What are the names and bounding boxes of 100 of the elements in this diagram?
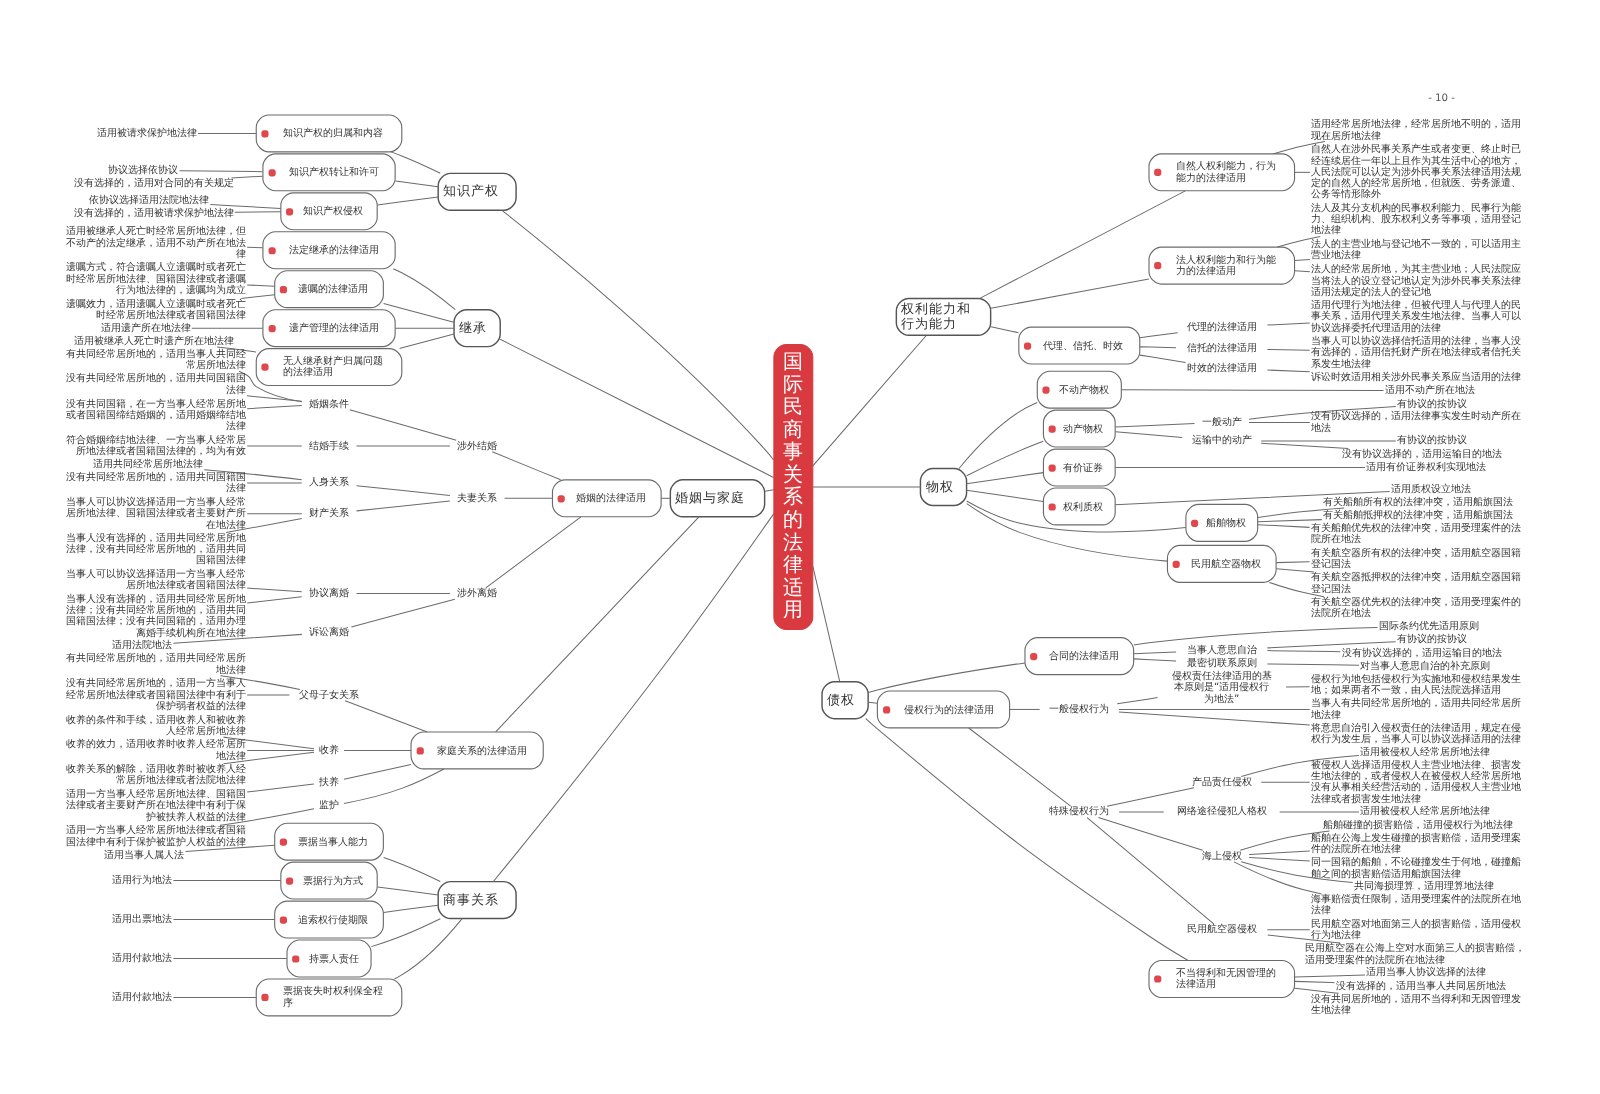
connector [172, 879, 282, 881]
connector [1086, 816, 1215, 924]
connector [392, 267, 456, 310]
connector [966, 499, 1187, 532]
connector [394, 179, 439, 187]
connector [383, 856, 441, 881]
connector [1275, 560, 1310, 563]
connector [1114, 466, 1366, 468]
connector [1139, 331, 1179, 338]
connector [1294, 269, 1311, 272]
connector [1260, 441, 1349, 449]
connector [179, 169, 264, 172]
connector [185, 843, 276, 851]
connector [1114, 430, 1183, 437]
connector [1239, 829, 1330, 850]
connector [246, 481, 303, 483]
connector [1285, 685, 1311, 687]
connector [394, 917, 463, 979]
connector [1118, 710, 1311, 725]
connector [1139, 353, 1187, 362]
connector [234, 210, 282, 212]
connector [1114, 422, 1195, 427]
connector [246, 595, 303, 603]
connector [172, 918, 275, 920]
connector [394, 326, 455, 328]
connector [1240, 754, 1360, 777]
connector [504, 496, 553, 498]
connector [966, 471, 1044, 484]
connector [660, 496, 671, 498]
connector [1133, 626, 1379, 645]
connector [1248, 856, 1311, 861]
connector [222, 750, 315, 764]
connector [1294, 257, 1311, 261]
connector [1294, 170, 1311, 172]
connector [343, 767, 445, 803]
connector [225, 517, 303, 533]
connector [230, 174, 264, 178]
connector [1260, 439, 1397, 441]
connector [501, 208, 775, 460]
connector [1233, 860, 1323, 894]
connector [1267, 933, 1341, 943]
connector [343, 763, 412, 779]
connector [1268, 580, 1325, 597]
connector [1118, 810, 1165, 812]
connector [990, 277, 1150, 308]
connector [383, 903, 439, 912]
connector [172, 957, 288, 958]
connector [356, 499, 451, 511]
connector [1279, 810, 1360, 812]
connector [172, 995, 257, 997]
connector [356, 444, 451, 446]
connector [1257, 506, 1345, 517]
connector [350, 597, 456, 627]
connector [1248, 849, 1311, 855]
connector [1294, 986, 1340, 993]
connector [990, 325, 1020, 333]
connector [867, 700, 878, 703]
connector [1139, 345, 1177, 348]
connector [867, 661, 1026, 692]
connector [356, 484, 451, 496]
connector [349, 408, 457, 440]
connector [246, 245, 264, 248]
connector [495, 515, 700, 732]
connector [1257, 518, 1323, 522]
connector [246, 283, 276, 286]
connector [209, 202, 282, 209]
connector [1133, 657, 1177, 661]
connector [492, 512, 775, 881]
connector [1266, 640, 1397, 648]
connector [966, 488, 1044, 501]
connector [246, 404, 303, 409]
connector [764, 488, 775, 491]
connector [390, 150, 441, 173]
connector [1266, 662, 1360, 665]
connector [1266, 347, 1311, 350]
connector [220, 674, 301, 689]
connector [246, 693, 290, 695]
connector [1009, 707, 1041, 709]
connector [1266, 368, 1311, 372]
connector [1116, 696, 1158, 704]
connector [172, 632, 303, 643]
connector [966, 502, 1168, 561]
connector [370, 917, 441, 947]
connector [1248, 420, 1311, 422]
connector [499, 337, 774, 477]
connector [216, 345, 257, 352]
connector [240, 293, 276, 298]
connector [238, 369, 303, 402]
node-box: 国际民商事关系的法律适用 [773, 343, 814, 629]
connector [246, 586, 303, 592]
connector [1266, 649, 1341, 652]
connector [958, 401, 1038, 468]
connector [399, 332, 455, 349]
connector [812, 485, 921, 487]
connector [343, 748, 412, 750]
connector [191, 326, 264, 328]
connector [197, 131, 257, 133]
connector [1266, 321, 1311, 325]
connector [1275, 567, 1315, 572]
connector [246, 444, 303, 446]
